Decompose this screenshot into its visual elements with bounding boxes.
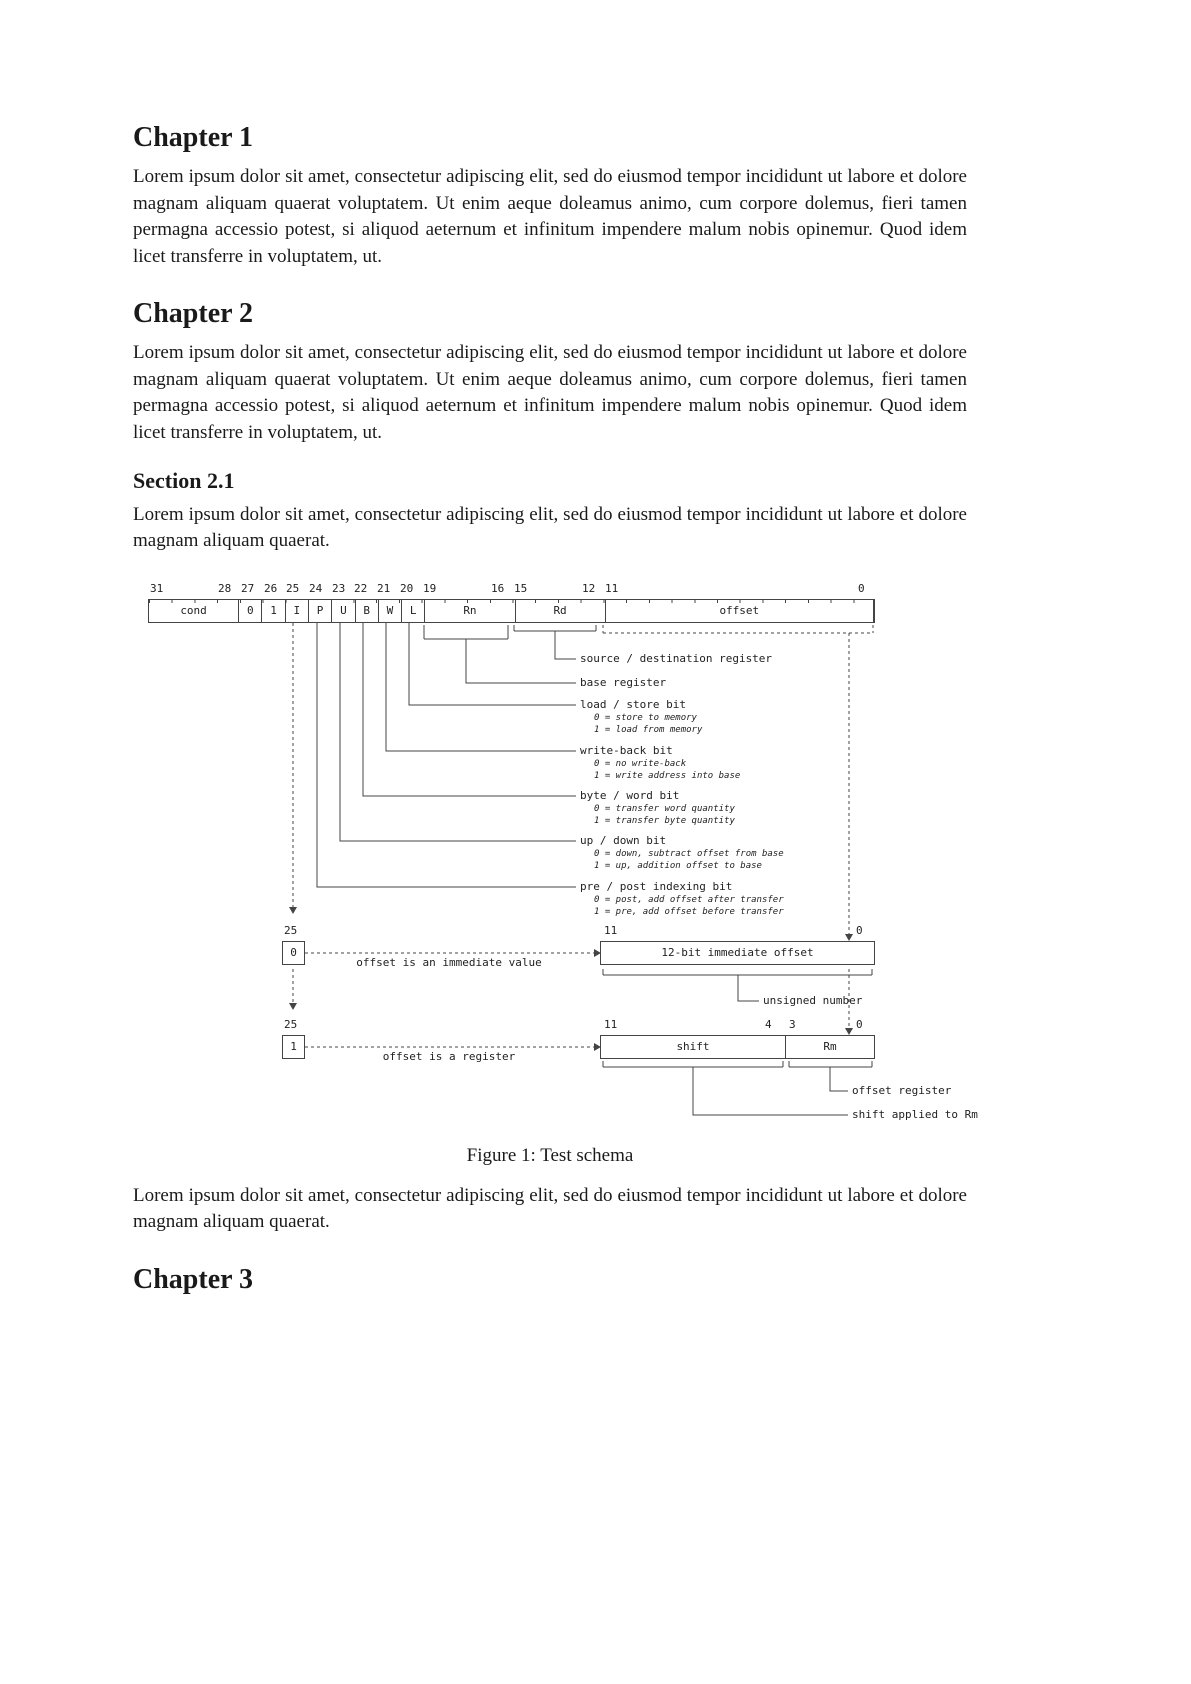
section-2-1-paragraph: Lorem ipsum dolor sit amet, consectetur … <box>133 503 967 552</box>
bit-number-4: 4 <box>765 1017 772 1031</box>
bit-number-0: 0 <box>856 1017 863 1031</box>
post-figure-paragraph: Lorem ipsum dolor sit amet, consectetur … <box>133 1184 967 1233</box>
bit-number: 0 <box>858 581 865 595</box>
annotation-base-register: base register <box>580 675 667 689</box>
field-cond: cond <box>149 599 240 622</box>
bit-number: 23 <box>332 581 346 595</box>
figure-canvas: 31 28 27 26 25 24 23 22 21 20 19 16 15 1… <box>148 579 978 1127</box>
field-p-bit: P <box>309 599 333 622</box>
immediate-offset-box: 12-bit immediate offset <box>600 940 875 965</box>
annotation-byte-word-1: 1 = transfer byte quantity <box>594 815 735 826</box>
chapter-1-paragraph: Lorem ipsum dolor sit amet, consectetur … <box>133 166 967 267</box>
bit-number-11: 11 <box>604 923 618 937</box>
bit-number-25: 25 <box>284 1017 298 1031</box>
instruction-format-figure: 31 28 27 26 25 24 23 22 21 20 19 16 15 1… <box>133 579 978 1167</box>
field-b-bit: B <box>356 599 379 622</box>
annotation-write-back-1: 1 = write address into base <box>594 770 741 781</box>
annotation-load-store-1: 1 = load from memory <box>594 724 703 735</box>
bit-number: 27 <box>241 581 255 595</box>
bit-number: 22 <box>354 581 368 595</box>
bit-number: 16 <box>491 581 505 595</box>
annotation-up-down-1: 1 = up, addition offset to base <box>594 860 762 871</box>
field-const1: 1 <box>262 599 286 622</box>
field-u-bit: U <box>332 599 356 622</box>
annotation-pre-post: pre / post indexing bit <box>580 879 733 893</box>
annotation-pre-post-1: 1 = pre, add offset before transfer <box>594 906 784 917</box>
annotation-byte-word-0: 0 = transfer word quantity <box>594 803 735 814</box>
bit-number-11: 11 <box>604 1017 618 1031</box>
bit-number-3: 3 <box>789 1017 796 1031</box>
bit-number: 26 <box>264 581 278 595</box>
shift-box: shift <box>600 1034 786 1059</box>
annotation-write-back-0: 0 = no write-back <box>594 758 687 769</box>
annotation-source-dest: source / destination register <box>580 651 773 665</box>
bit-number: 20 <box>400 581 414 595</box>
bit-number-0: 0 <box>856 923 863 937</box>
instruction-word-row: cond 0 1 I P U B W L Rn Rd offset <box>148 598 875 623</box>
annotation-write-back: write-back bit <box>580 743 673 757</box>
chapter-1-heading: Chapter 1 <box>133 122 254 153</box>
annotation-load-store-0: 0 = store to memory <box>594 712 697 723</box>
section-2-1-heading: Section 2.1 <box>133 468 235 494</box>
field-rd: Rd <box>516 599 606 622</box>
bit-number-25: 25 <box>284 923 298 937</box>
bit-number: 15 <box>514 581 528 595</box>
i-bit-0-box: 0 <box>282 940 305 965</box>
bit-number: 28 <box>218 581 232 595</box>
annotation-up-down: up / down bit <box>580 833 667 847</box>
annotation-byte-word: byte / word bit <box>580 788 680 802</box>
rm-box: Rm <box>785 1034 875 1059</box>
register-line-label: offset is a register <box>382 1049 516 1063</box>
field-offset: offset <box>606 599 874 622</box>
annotation-pre-post-0: 0 = post, add offset after transfer <box>594 894 784 905</box>
bit-tick-marks <box>149 599 874 603</box>
chapter-2-heading: Chapter 2 <box>133 298 254 330</box>
immediate-line-label: offset is an immediate value <box>356 955 542 969</box>
figure-caption: Figure 1: Test schema <box>466 1144 634 1166</box>
i-bit-1-box: 1 <box>282 1034 305 1059</box>
bit-number: 25 <box>286 581 300 595</box>
shift-applied-label: shift applied to Rm <box>852 1107 978 1121</box>
bit-number: 24 <box>309 581 323 595</box>
annotation-up-down-0: 0 = down, subtract offset from base <box>594 848 784 859</box>
annotation-load-store: load / store bit <box>580 697 686 711</box>
field-l-bit: L <box>402 599 426 622</box>
field-w-bit: W <box>379 599 403 622</box>
bit-number: 11 <box>605 581 619 595</box>
page-content: Chapter 1 Lorem ipsum dolor sit amet, co… <box>133 0 978 1296</box>
bit-number: 31 <box>150 581 164 595</box>
offset-register-label: offset register <box>852 1083 952 1097</box>
bit-number: 19 <box>423 581 437 595</box>
unsigned-number-label: unsigned number <box>763 993 863 1007</box>
bit-number: 12 <box>582 581 596 595</box>
chapter-2-paragraph: Lorem ipsum dolor sit amet, consectetur … <box>133 342 967 443</box>
field-i-bit: I <box>286 599 309 622</box>
field-rn: Rn <box>425 599 516 622</box>
chapter-3-heading: Chapter 3 <box>133 1263 254 1295</box>
bit-number: 21 <box>377 581 391 595</box>
field-const0: 0 <box>239 599 263 622</box>
